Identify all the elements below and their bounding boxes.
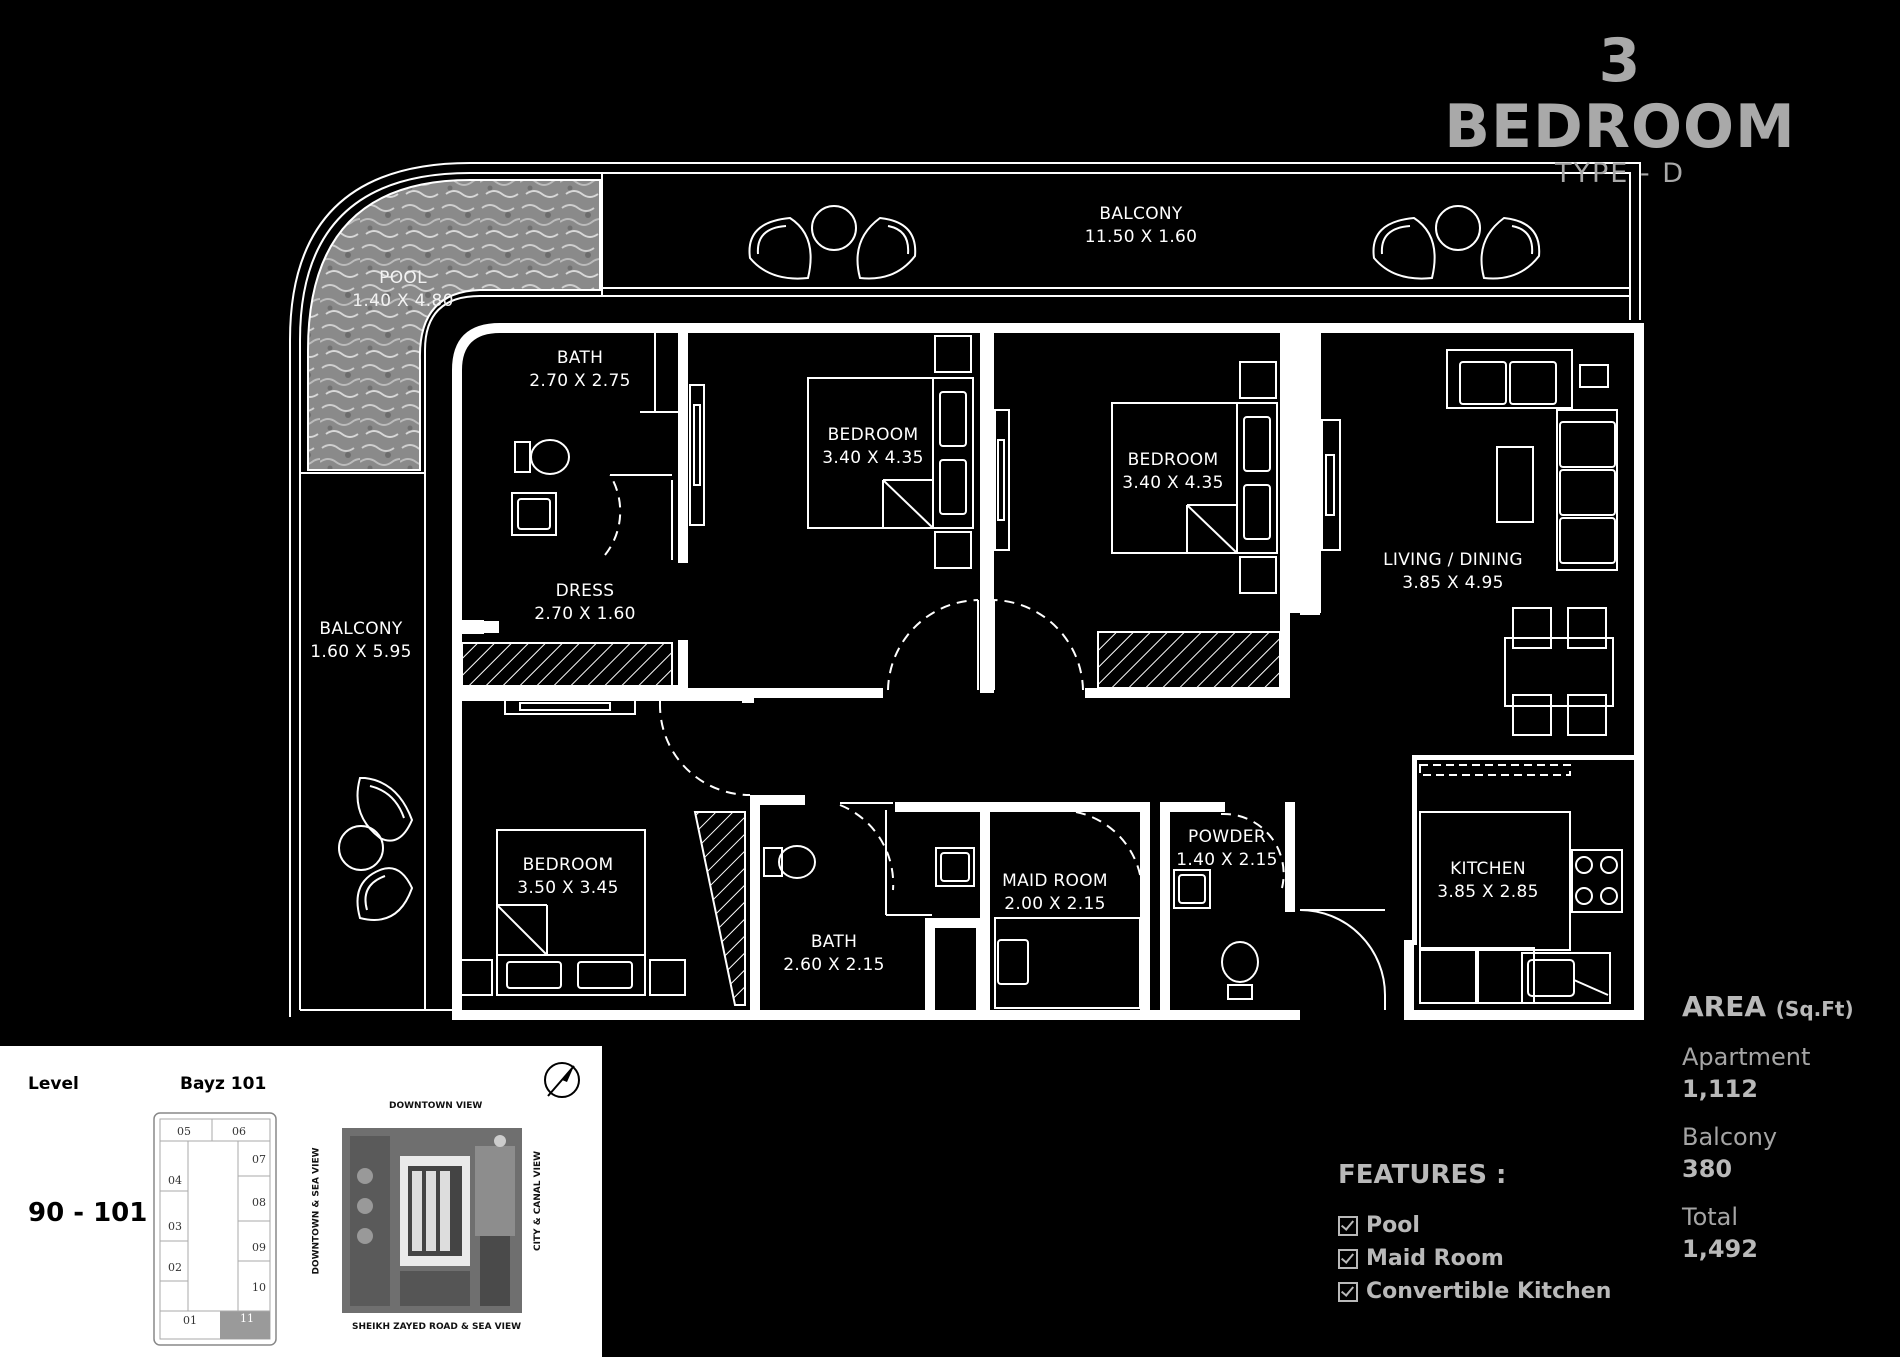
balcony-outline — [289, 162, 1641, 1017]
checkbox-icon — [1338, 1248, 1358, 1269]
outdoor-furniture — [338, 205, 1541, 921]
title-sub: TYPE - D — [1554, 158, 1686, 189]
area-total-value: 1,492 — [1682, 1235, 1758, 1263]
unit-number: 04 — [168, 1174, 182, 1187]
area-apartment-label: Apartment — [1682, 1043, 1811, 1071]
area-apartment-value: 1,112 — [1682, 1075, 1758, 1103]
unit-number-highlighted: 11 — [240, 1312, 254, 1325]
level-label: Level — [28, 1074, 79, 1094]
features-panel: FEATURES : Pool Maid Room Convertible Ki… — [1338, 1160, 1638, 1311]
unit-number: 02 — [168, 1261, 182, 1274]
area-balcony-value: 380 — [1682, 1155, 1733, 1183]
checkbox-icon — [1338, 1215, 1358, 1236]
unit-number: 10 — [252, 1281, 266, 1294]
tower-unit-plan — [153, 1112, 277, 1346]
unit-number: 06 — [232, 1125, 246, 1138]
feature-item: Pool — [1338, 1212, 1638, 1239]
unit-number: 09 — [252, 1241, 266, 1254]
closets — [461, 631, 1281, 1006]
doors — [604, 474, 1285, 891]
view-label-top: DOWNTOWN VIEW — [389, 1101, 483, 1111]
view-label-right: CITY & CANAL VIEW — [533, 1150, 544, 1252]
feature-item: Maid Room — [1338, 1245, 1638, 1272]
unit-number: 05 — [177, 1125, 191, 1138]
area-total-label: Total — [1682, 1203, 1739, 1231]
pool-water — [307, 179, 601, 471]
unit-number: 01 — [183, 1314, 197, 1327]
title-main: 3 BEDROOM — [1444, 26, 1796, 162]
key-plan: Level 90 - 101 Bayz 101 05 06 07 04 08 0… — [0, 1046, 602, 1357]
view-label-bottom: SHEIKH ZAYED ROAD & SEA VIEW — [352, 1322, 522, 1332]
level-value: 90 - 101 — [28, 1198, 148, 1228]
area-panel: AREA (Sq.Ft) Apartment 1,112 Balcony 380… — [1682, 990, 1882, 1263]
unit-number: 03 — [168, 1220, 182, 1233]
building-name: Bayz 101 — [180, 1074, 267, 1094]
features-heading: FEATURES : — [1338, 1160, 1507, 1190]
feature-item: Convertible Kitchen — [1338, 1278, 1638, 1305]
checkbox-icon — [1338, 1281, 1358, 1302]
compass-icon — [544, 1062, 580, 1098]
site-map — [342, 1128, 522, 1313]
unit-number: 07 — [252, 1153, 266, 1166]
view-label-left: DOWNTOWN & SEA VIEW — [311, 1147, 322, 1275]
area-balcony-label: Balcony — [1682, 1123, 1778, 1151]
area-heading: AREA (Sq.Ft) — [1682, 990, 1854, 1023]
plan-title: 3 BEDROOM TYPE - D — [1430, 28, 1810, 189]
unit-number: 08 — [252, 1196, 266, 1209]
furniture — [456, 333, 1623, 1009]
